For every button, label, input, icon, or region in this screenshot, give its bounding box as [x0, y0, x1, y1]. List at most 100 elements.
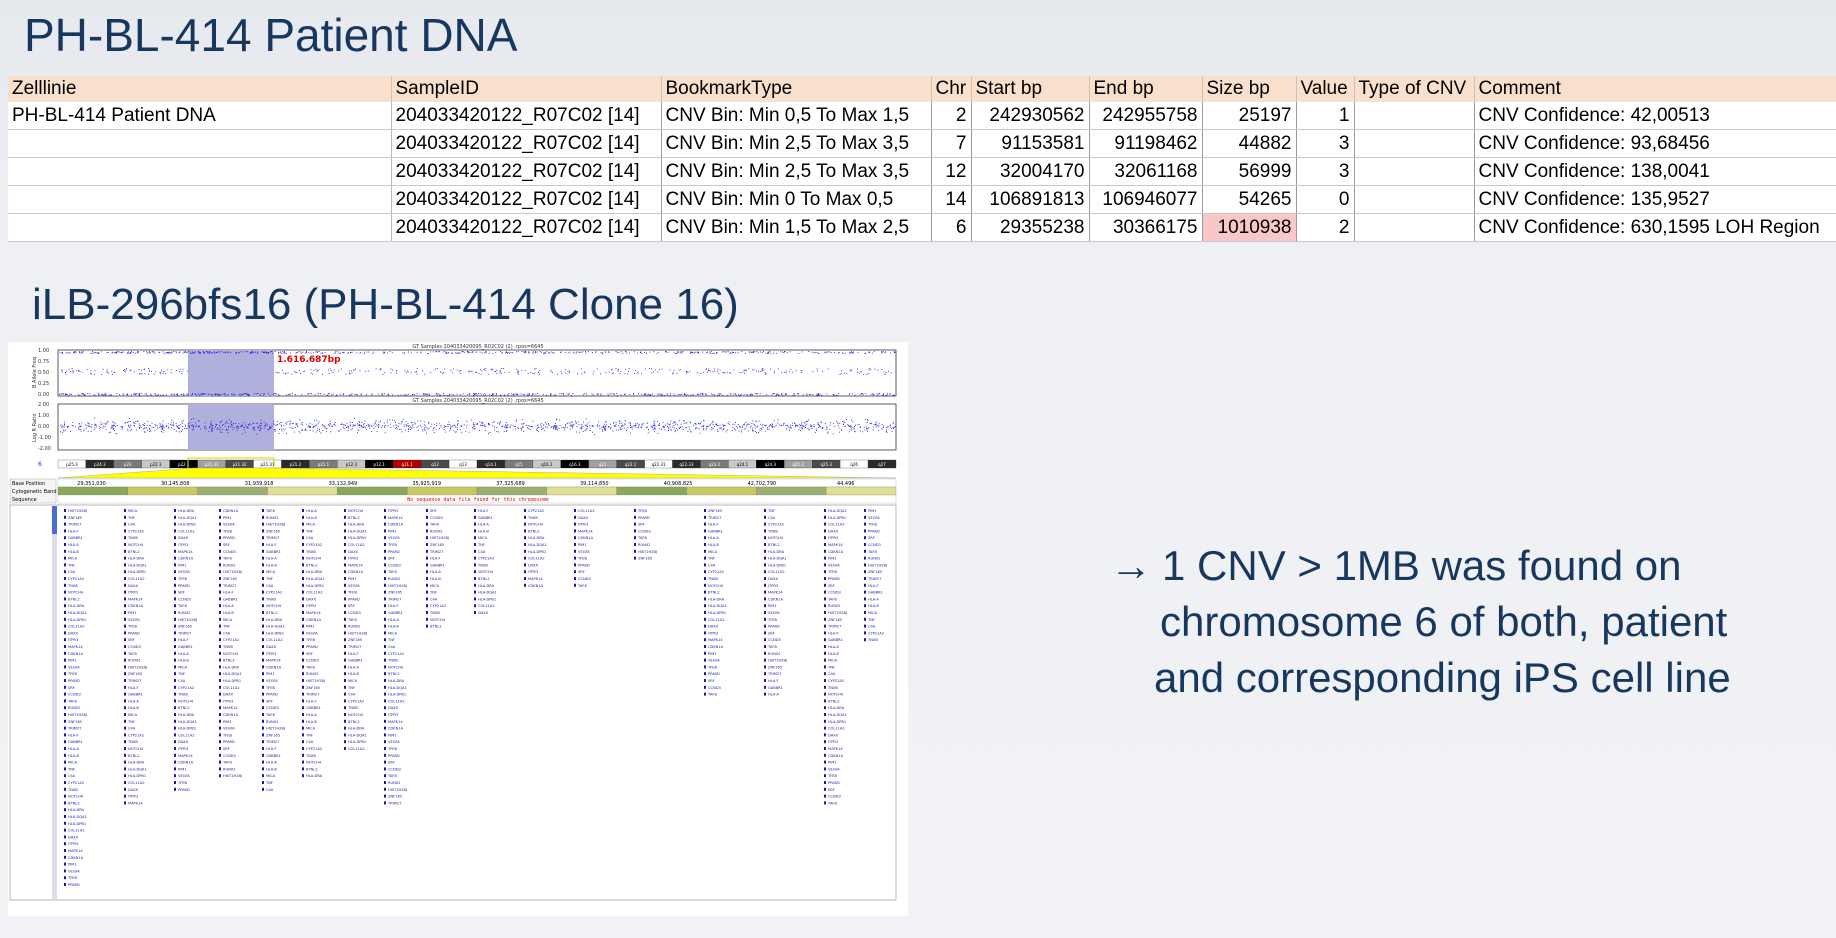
- col-header-start[interactable]: Start bp: [971, 76, 1090, 102]
- table-cell[interactable]: 91153581: [971, 129, 1090, 158]
- highlighted-size-cell[interactable]: 1010938: [1202, 213, 1297, 242]
- table-cell[interactable]: 12: [931, 157, 972, 186]
- table-cell[interactable]: 91198462: [1089, 129, 1203, 158]
- lrr-point: [578, 424, 580, 425]
- lrr-point: [505, 424, 507, 426]
- table-cell[interactable]: PH-BL-414 Patient DNA: [8, 102, 392, 130]
- baf-point: [676, 352, 677, 354]
- table-cell[interactable]: 242955758: [1089, 102, 1203, 130]
- gene-glyph: [764, 597, 766, 601]
- table-cell[interactable]: 106946077: [1089, 185, 1203, 214]
- lrr-point: [184, 428, 185, 429]
- table-cell[interactable]: [8, 157, 392, 186]
- lrr-point: [633, 425, 635, 427]
- col-header-value[interactable]: Value: [1296, 76, 1355, 102]
- gene-label: DAXX: [768, 577, 779, 581]
- table-cell[interactable]: 3: [1296, 129, 1355, 158]
- gene-track-scroll-thumb[interactable]: [52, 506, 57, 534]
- lrr-point: [686, 427, 688, 428]
- table-cell[interactable]: [1354, 157, 1475, 186]
- table-cell[interactable]: 32061168: [1089, 157, 1203, 186]
- baf-point: [543, 393, 544, 395]
- table-cell[interactable]: 25197: [1202, 102, 1297, 130]
- table-cell[interactable]: [1354, 102, 1475, 130]
- table-cell[interactable]: 56999: [1202, 157, 1297, 186]
- gene-glyph: [124, 651, 126, 655]
- table-cell[interactable]: 2: [1296, 213, 1355, 242]
- baf-point: [505, 351, 507, 353]
- baf-point: [216, 394, 218, 396]
- table-cell[interactable]: [1354, 213, 1475, 242]
- gene-glyph: [704, 658, 706, 662]
- table-cell[interactable]: 242930562: [971, 102, 1090, 130]
- table-cell[interactable]: 7: [931, 129, 972, 158]
- table-cell[interactable]: 3: [1296, 157, 1355, 186]
- table-cell[interactable]: [1354, 129, 1475, 158]
- baf-point: [317, 393, 319, 395]
- table-cell[interactable]: CNV Bin: Min 2,5 To Max 3,5: [661, 157, 932, 186]
- gene-track-scrollbar[interactable]: [52, 506, 57, 899]
- ideogram-band[interactable]: [867, 459, 897, 469]
- col-header-chr[interactable]: Chr: [931, 76, 972, 102]
- baf-point: [363, 351, 365, 353]
- baf-point: [430, 372, 432, 374]
- baf-point: [492, 393, 493, 395]
- table-cell[interactable]: CNV Bin: Min 0 To Max 0,5: [661, 185, 932, 214]
- col-header-size[interactable]: Size bp: [1202, 76, 1297, 102]
- table-cell[interactable]: 204033420122_R07C02 [14]: [391, 102, 662, 130]
- table-cell[interactable]: [8, 185, 392, 214]
- gene-label: ITPR3: [828, 536, 838, 540]
- table-cell[interactable]: CNV Bin: Min 0,5 To Max 1,5: [661, 102, 932, 130]
- table-cell[interactable]: 0: [1296, 185, 1355, 214]
- baf-point: [222, 394, 224, 396]
- table-cell[interactable]: 54265: [1202, 185, 1297, 214]
- col-header-end[interactable]: End bp: [1089, 76, 1203, 102]
- table-cell[interactable]: 106891813: [971, 185, 1090, 214]
- table-cell[interactable]: 14: [931, 185, 972, 214]
- baf-point: [256, 393, 258, 395]
- table-cell[interactable]: CNV Bin: Min 1,5 To Max 2,5: [661, 213, 932, 242]
- lrr-point: [343, 428, 345, 429]
- table-cell[interactable]: CNV Bin: Min 2,5 To Max 3,5: [661, 129, 932, 158]
- table-cell[interactable]: CNV Confidence: 42,00513: [1474, 102, 1836, 130]
- col-header-bookmarktype[interactable]: BookmarkType: [661, 76, 932, 102]
- gene-glyph: [864, 515, 866, 519]
- table-cell[interactable]: 6: [931, 213, 972, 242]
- lrr-point: [473, 422, 474, 424]
- col-header-sampleid[interactable]: SampleID: [391, 76, 662, 102]
- table-cell[interactable]: 2: [931, 102, 972, 130]
- table-cell[interactable]: [8, 129, 392, 158]
- table-cell[interactable]: 204033420122_R07C02 [14]: [391, 157, 662, 186]
- table-cell[interactable]: 32004170: [971, 157, 1090, 186]
- table-cell[interactable]: CNV Confidence: 135,9527: [1474, 185, 1836, 214]
- baf-point: [634, 370, 636, 371]
- gene-glyph: [174, 685, 176, 689]
- table-cell[interactable]: [1354, 185, 1475, 214]
- table-cell[interactable]: [8, 213, 392, 242]
- table-cell[interactable]: 29355238: [971, 213, 1090, 242]
- col-header-type[interactable]: Type of CNV: [1354, 76, 1475, 102]
- baf-point: [760, 370, 762, 372]
- table-cell[interactable]: 44882: [1202, 129, 1297, 158]
- col-header-comment[interactable]: Comment: [1474, 76, 1836, 102]
- baf-point: [817, 393, 819, 395]
- ideogram-band-label: p21.2: [290, 462, 302, 467]
- table-cell[interactable]: 30366175: [1089, 213, 1203, 242]
- table-cell[interactable]: CNV Confidence: 93,68456: [1474, 129, 1836, 158]
- gene-label: TNXB: [67, 584, 78, 588]
- table-cell[interactable]: 204033420122_R07C02 [14]: [391, 185, 662, 214]
- baf-point: [757, 393, 758, 395]
- right-arrow-icon: →: [1110, 542, 1152, 589]
- col-header-zelllinie[interactable]: Zelllinie: [8, 76, 392, 102]
- lrr-point: [787, 425, 789, 427]
- gene-glyph: [574, 522, 576, 526]
- table-cell[interactable]: CNV Confidence: 138,0041: [1474, 157, 1836, 186]
- table-cell[interactable]: CNV Confidence: 630,1595 LOH Region: [1474, 213, 1836, 242]
- baf-point: [153, 351, 155, 353]
- table-cell[interactable]: 1: [1296, 102, 1355, 130]
- table-cell[interactable]: 204033420122_R07C02 [14]: [391, 129, 662, 158]
- table-cell[interactable]: 204033420122_R07C02 [14]: [391, 213, 662, 242]
- baf-point: [640, 351, 642, 353]
- baf-point: [209, 352, 211, 354]
